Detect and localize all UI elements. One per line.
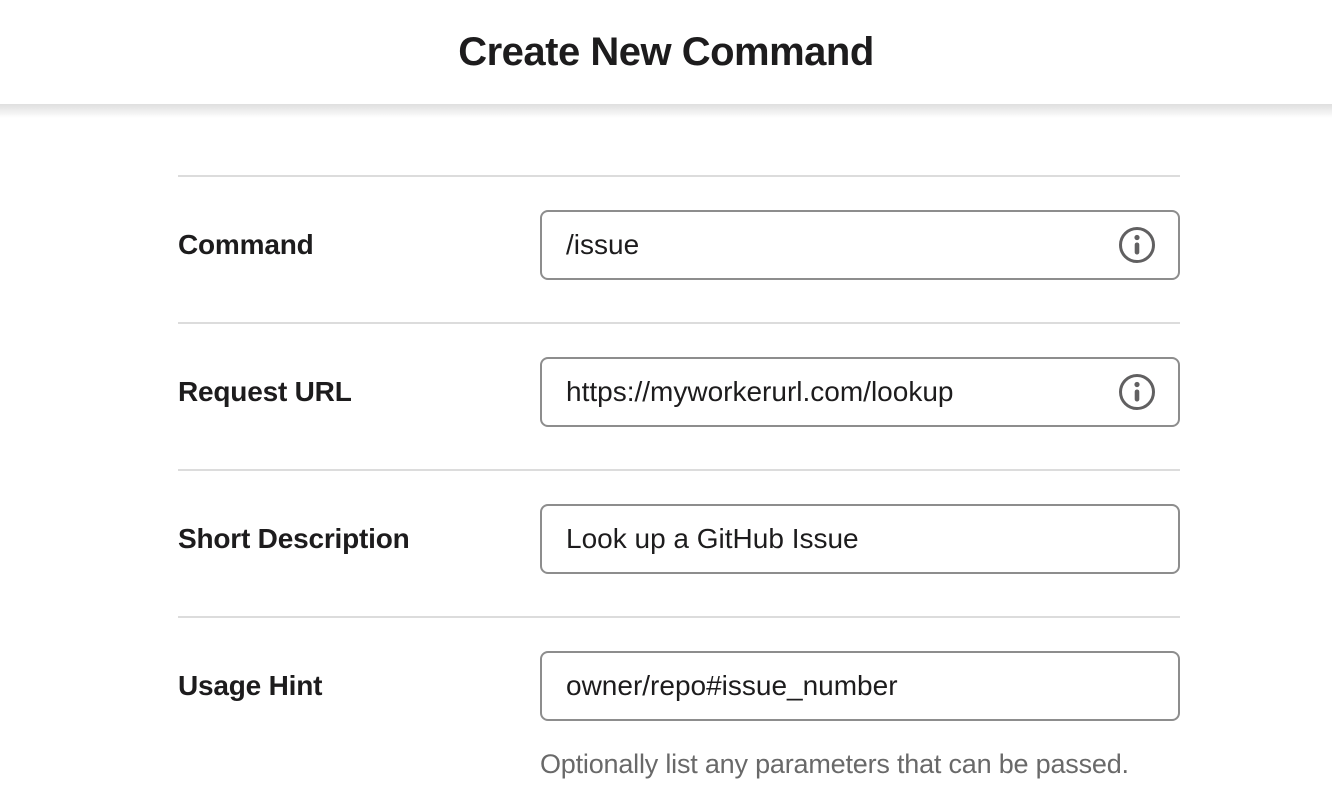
page-title: Create New Command bbox=[458, 29, 874, 74]
short-description-label: Short Description bbox=[178, 523, 410, 554]
header-shadow bbox=[0, 104, 1332, 118]
page-header: Create New Command bbox=[0, 0, 1332, 104]
short-description-input-wrap bbox=[540, 504, 1180, 574]
usage-hint-input-wrap: Optionally list any parameters that can … bbox=[540, 651, 1180, 780]
info-icon[interactable] bbox=[1118, 373, 1156, 411]
field-row-usage-hint: Usage Hint Optionally list any parameter… bbox=[178, 616, 1180, 810]
usage-hint-input[interactable] bbox=[540, 651, 1180, 721]
usage-hint-help-text: Optionally list any parameters that can … bbox=[540, 749, 1129, 779]
command-input[interactable] bbox=[540, 210, 1180, 280]
field-row-short-description: Short Description bbox=[178, 469, 1180, 616]
usage-hint-label: Usage Hint bbox=[178, 670, 323, 701]
request-url-label: Request URL bbox=[178, 376, 352, 407]
command-input-wrap bbox=[540, 210, 1180, 280]
info-icon[interactable] bbox=[1118, 226, 1156, 264]
request-url-input[interactable] bbox=[540, 357, 1180, 427]
request-url-input-wrap bbox=[540, 357, 1180, 427]
command-label: Command bbox=[178, 229, 314, 260]
create-command-form: Command Request URL Short Description bbox=[178, 175, 1180, 810]
field-row-command: Command bbox=[178, 175, 1180, 322]
field-row-request-url: Request URL bbox=[178, 322, 1180, 469]
short-description-input[interactable] bbox=[540, 504, 1180, 574]
